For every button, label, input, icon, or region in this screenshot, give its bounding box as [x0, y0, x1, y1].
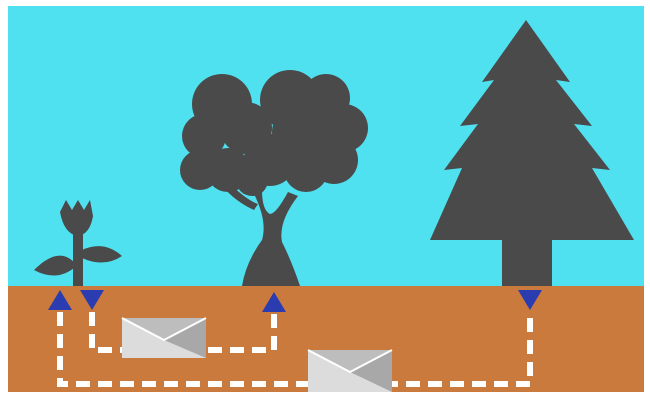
envelope-icon [122, 318, 206, 358]
envelope-icon [308, 350, 392, 392]
